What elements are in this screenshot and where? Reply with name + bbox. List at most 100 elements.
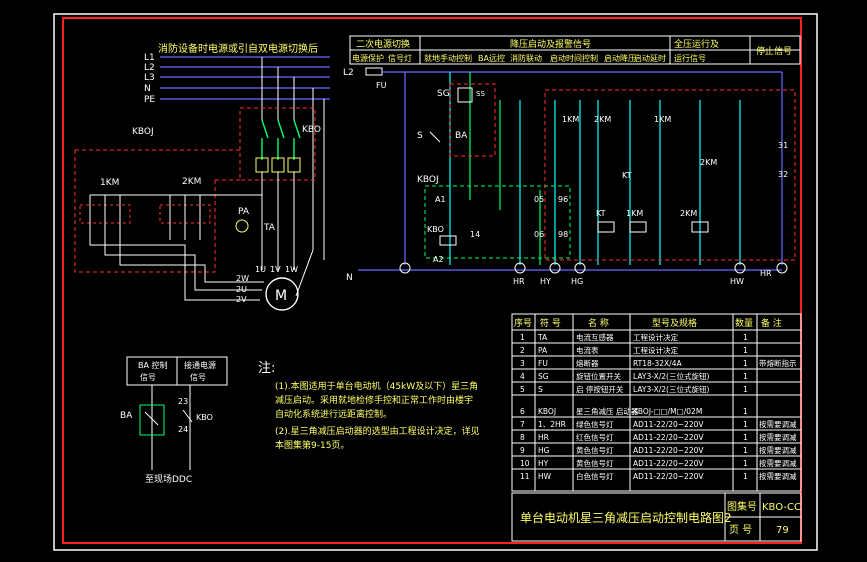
kboj-control-label: KBOJ bbox=[417, 175, 439, 185]
notes-block: 注: (1).本图适用于单台电动机（45kW及以下）星三角 减压启动。采用就地检… bbox=[258, 361, 480, 451]
lamp-label-5: HR bbox=[760, 269, 772, 278]
page-value: 79 bbox=[776, 525, 789, 536]
table-cell: 1 bbox=[743, 472, 748, 481]
table-cell: 黄色信号灯 bbox=[576, 445, 614, 455]
outer-frame bbox=[53, 13, 818, 551]
note-line-2: 减压启动。采用就地检修手控和正常工作时由楼宇 bbox=[275, 394, 473, 406]
terminal-1u: 1U bbox=[255, 265, 266, 274]
table-cell: 1 bbox=[743, 407, 748, 416]
header-sub-7: 启动降压 bbox=[604, 53, 636, 63]
a1-label: A1 bbox=[435, 195, 446, 204]
table-cell: HR bbox=[538, 433, 549, 442]
atlas-value: KBO-CC bbox=[762, 502, 801, 513]
inner-frame bbox=[62, 17, 802, 544]
table-cell: S bbox=[538, 385, 543, 394]
parts-table-frame bbox=[511, 313, 802, 492]
ba-col2-line1: 接通电源 bbox=[184, 360, 216, 370]
lamp-label-3: HG bbox=[571, 277, 583, 286]
table-cell: 1 bbox=[743, 433, 748, 442]
note-line-5: 本图集第9-15页。 bbox=[275, 439, 349, 451]
lamp-label-4: HW bbox=[730, 277, 744, 286]
ba-wiring bbox=[139, 385, 193, 470]
motor-feed-wires bbox=[261, 172, 314, 297]
2km-coil-label: 2KM bbox=[680, 209, 697, 218]
table-cell: 电流互感器 bbox=[576, 332, 614, 342]
table-cell: 白色信号灯 bbox=[576, 471, 614, 481]
table-cell: 1 bbox=[743, 359, 748, 368]
line-label-l2: L2 bbox=[144, 63, 155, 73]
kt-label: KT bbox=[622, 171, 632, 180]
lamps bbox=[399, 262, 788, 274]
th-symbol: 符 号 bbox=[540, 317, 561, 329]
power-drops bbox=[261, 57, 325, 260]
terminal-2u: 2U bbox=[236, 285, 247, 294]
breaker-contacts bbox=[261, 119, 301, 160]
header-sub-5: 消防联动 bbox=[510, 53, 542, 63]
kbo-label: KBO bbox=[302, 125, 321, 135]
table-cell: 9 bbox=[520, 446, 525, 455]
terminal-05: 05 bbox=[534, 195, 544, 204]
header-sub-6: 启动时间控制 bbox=[550, 53, 598, 63]
ba-col1-line2: 信号 bbox=[140, 372, 156, 382]
terminal-32: 32 bbox=[778, 170, 788, 179]
table-cell: KBOJ-□□/M□/02M bbox=[633, 407, 702, 416]
n-label: N bbox=[346, 273, 353, 283]
table-cell: 4 bbox=[520, 372, 525, 381]
sg-dashed-box bbox=[449, 83, 496, 157]
table-cell: 按需要调减 bbox=[759, 445, 797, 455]
header-sub-8: 启动延时 bbox=[634, 53, 666, 63]
table-cell: AD11-22/20~220V bbox=[633, 459, 704, 468]
table-cell: AD11-22/20~220V bbox=[633, 433, 704, 442]
table-cell: 启 停按钮开关 bbox=[576, 384, 624, 394]
header-sub-9: 运行信号 bbox=[674, 53, 706, 63]
sg-switch[interactable] bbox=[457, 87, 473, 103]
table-cell: 1 bbox=[743, 459, 748, 468]
table-cell: 黄色信号灯 bbox=[576, 458, 614, 468]
table-cell: 工程设计决定 bbox=[633, 345, 678, 355]
header-cell-1: 二次电源切换 bbox=[356, 38, 410, 50]
table-cell: 2 bbox=[520, 346, 525, 355]
table-cell: KBOJ bbox=[538, 407, 556, 416]
kbo-bottom-label: KBO bbox=[196, 413, 213, 422]
kboj-dashed-box bbox=[424, 185, 571, 259]
title-block: 单台电动机星三角减压启动控制电路图2 图集号 KBO-CC 页 号 79 bbox=[511, 492, 802, 542]
2km-contact-label-2: 2KM bbox=[700, 158, 717, 167]
terminal-1w: 1W bbox=[285, 265, 298, 274]
table-cell: 旋钮位置开关 bbox=[576, 371, 621, 381]
table-cell: 5 bbox=[520, 385, 525, 394]
table-cell: 1 bbox=[743, 372, 748, 381]
drawing-title: 单台电动机星三角减压启动控制电路图2 bbox=[520, 510, 732, 525]
header-cell-4: 停止信号 bbox=[756, 45, 792, 57]
table-cell: 11 bbox=[520, 472, 530, 481]
table-cell: 1 bbox=[743, 346, 748, 355]
kbo-control-label: KBO bbox=[427, 225, 444, 234]
table-cell: 星三角减压 启动器 bbox=[576, 406, 639, 416]
table-cell: RT18-32X/4A bbox=[633, 359, 682, 368]
atlas-label: 图集号 bbox=[727, 500, 757, 513]
notes-title: 注: bbox=[258, 361, 275, 376]
table-cell: FU bbox=[538, 359, 548, 368]
control-circuit: 二次电源切换 降压启动及报警信号 全压运行及 停止信号 电源保护 信号灯 就地手… bbox=[343, 35, 801, 286]
terminal-96: 96 bbox=[558, 195, 568, 204]
terminal-98: 98 bbox=[558, 230, 568, 239]
th-model: 型号及规格 bbox=[652, 317, 697, 329]
table-cell: 工程设计决定 bbox=[633, 332, 678, 342]
table-cell: 按需要调减 bbox=[759, 458, 797, 468]
kbo-coil bbox=[439, 235, 457, 246]
th-remark: 备 注 bbox=[761, 317, 782, 329]
contactor-2km-label: 2KM bbox=[182, 177, 201, 187]
1km-coil-label: 1KM bbox=[626, 209, 643, 218]
pa-label: PA bbox=[238, 207, 250, 217]
terminal-2v: 2V bbox=[236, 295, 247, 304]
table-cell: 电流表 bbox=[576, 345, 599, 355]
table-cell: SG bbox=[538, 372, 549, 381]
terminal-2w: 2W bbox=[236, 274, 249, 283]
table-cell: 按需要调减 bbox=[759, 419, 797, 429]
1km-contact-label: 1KM bbox=[562, 115, 579, 124]
header-cell-2: 降压启动及报警信号 bbox=[510, 38, 591, 50]
starter-dashed-outline bbox=[74, 149, 240, 273]
th-no: 序号 bbox=[514, 317, 532, 329]
